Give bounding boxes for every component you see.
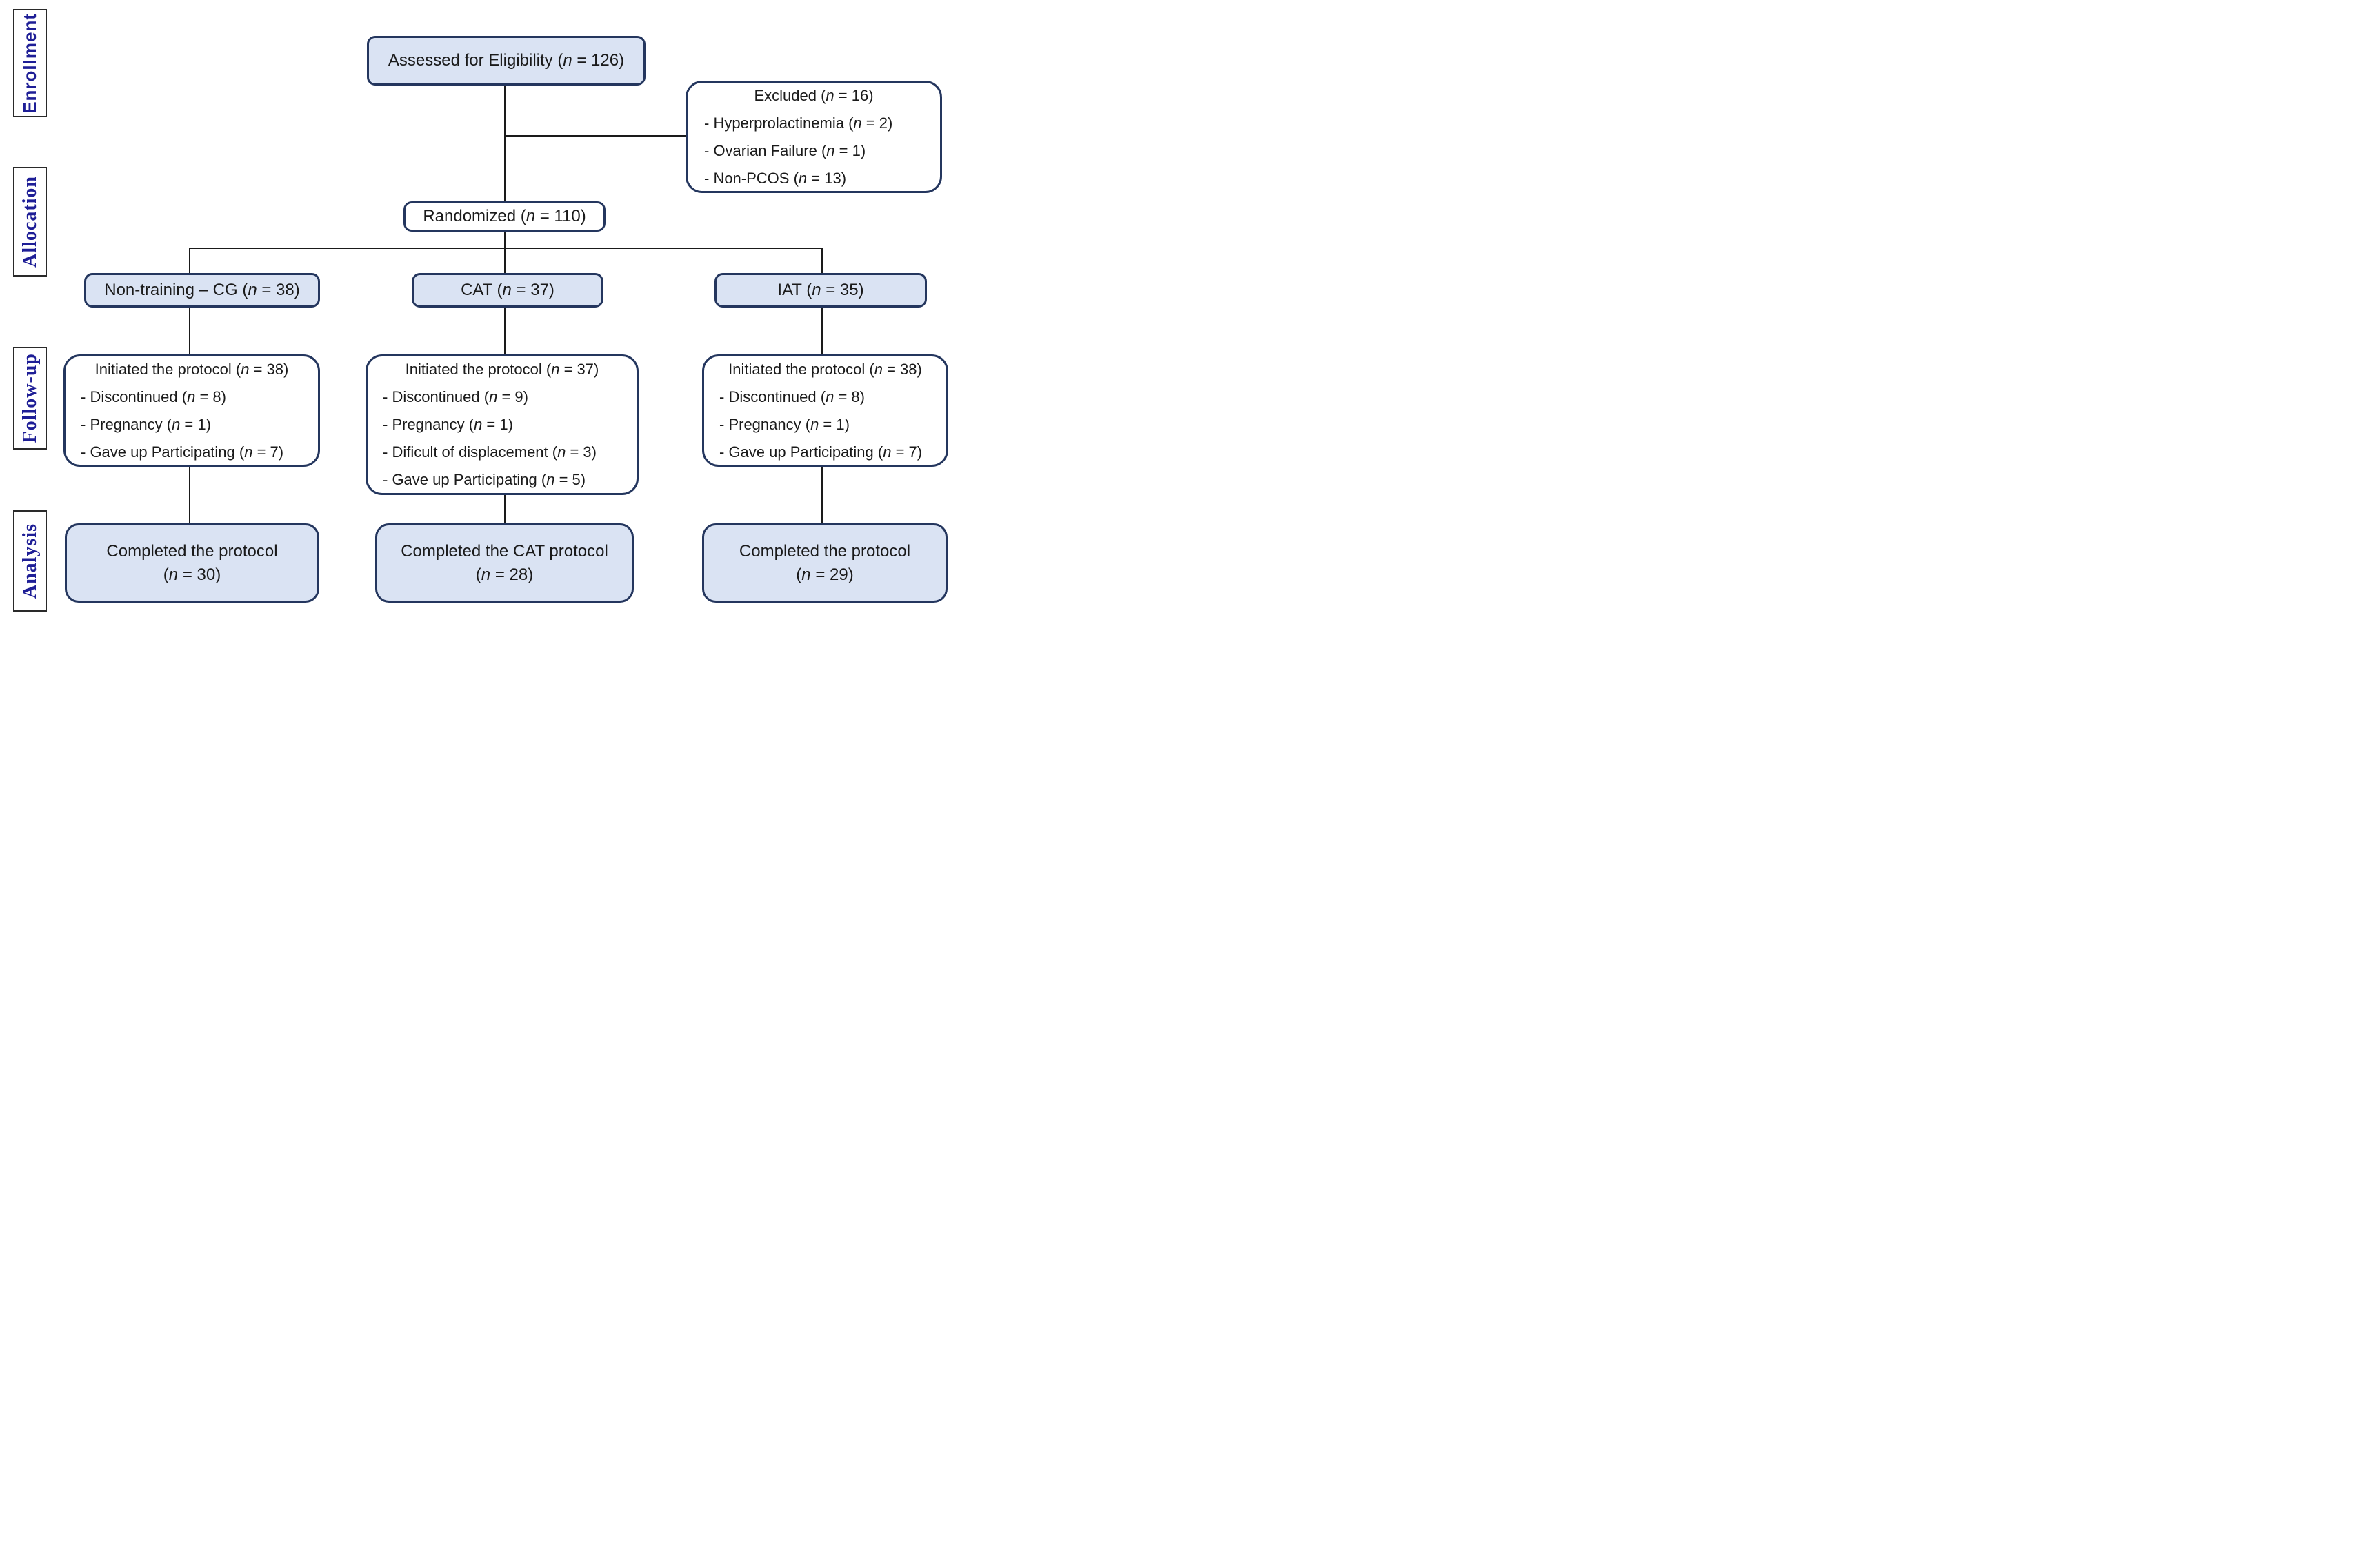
list-item: - Gave up Participating (n = 7) xyxy=(81,443,284,461)
randomized-text: Randomized (n = 110) xyxy=(423,207,586,226)
connector-assessed-to-randomized xyxy=(504,86,506,201)
connector-drop-right xyxy=(821,248,823,273)
consort-flow-diagram: Enrollment Allocation Follow-up Analysis… xyxy=(0,0,952,619)
followup-items: - Discontinued (n = 8) - Pregnancy (n = 1… xyxy=(710,383,941,466)
analysis-box-cat: Completed the CAT protocol (n = 28) xyxy=(375,523,634,603)
analysis-line2: (n = 30) xyxy=(163,565,221,584)
connector-randomized-to-split xyxy=(504,232,506,248)
stage-label-text: Follow-up xyxy=(19,353,41,443)
list-item: - Gave up Participating (n = 5) xyxy=(383,471,586,488)
analysis-line2: (n = 29) xyxy=(796,565,854,584)
connector-split-bar xyxy=(189,248,823,249)
analysis-box-iat: Completed the protocol (n = 29) xyxy=(702,523,948,603)
connector-followup-to-analysis-center xyxy=(504,495,506,523)
list-item: - Hyperprolactinemia (n = 2) xyxy=(704,114,893,132)
stage-label-text: Allocation xyxy=(19,176,41,268)
excluded-items: - Hyperprolactinemia (n = 2) - Ovarian Fa… xyxy=(694,110,933,192)
list-item: - Pregnancy (n = 1) xyxy=(719,415,850,433)
list-item: - Non-PCOS (n = 13) xyxy=(704,169,847,187)
followup-title: Initiated the protocol (n = 38) xyxy=(728,360,922,378)
list-item: - Ovarian Failure (n = 1) xyxy=(704,141,866,159)
connector-drop-left xyxy=(189,248,190,273)
connector-followup-to-analysis-right xyxy=(821,467,823,523)
followup-box-cg: Initiated the protocol (n = 38) - Discon… xyxy=(63,354,320,467)
followup-box-iat: Initiated the protocol (n = 38) - Discon… xyxy=(702,354,948,467)
arm-label: CAT (n = 37) xyxy=(461,281,554,300)
connector-arm-to-followup-center xyxy=(504,308,506,354)
excluded-title: Excluded (n = 16) xyxy=(754,86,874,104)
stage-label-followup: Follow-up xyxy=(13,347,47,450)
followup-items: - Discontinued (n = 9) - Pregnancy (n = 1… xyxy=(373,383,631,494)
stage-label-text: Analysis xyxy=(19,523,41,599)
list-item: - Pregnancy (n = 1) xyxy=(383,416,513,433)
excluded-box: Excluded (n = 16) - Hyperprolactinemia (… xyxy=(686,81,942,193)
randomized-box: Randomized (n = 110) xyxy=(403,201,606,232)
list-item: - Gave up Participating (n = 7) xyxy=(719,443,923,461)
arm-label: Non-training – CG (n = 38) xyxy=(104,281,300,300)
stage-label-enrollment: Enrollment xyxy=(13,9,47,117)
analysis-line2: (n = 28) xyxy=(475,565,534,584)
arm-box-cg: Non-training – CG (n = 38) xyxy=(84,273,320,308)
arm-label: IAT (n = 35) xyxy=(777,281,864,300)
list-item: - Pregnancy (n = 1) xyxy=(81,415,211,433)
analysis-line1: Completed the protocol xyxy=(106,541,278,561)
connector-followup-to-analysis-left xyxy=(189,467,190,523)
followup-title: Initiated the protocol (n = 38) xyxy=(94,360,289,378)
list-item: - Dificult of displacement (n = 3) xyxy=(383,443,597,461)
followup-title: Initiated the protocol (n = 37) xyxy=(405,361,599,378)
analysis-line1: Completed the protocol xyxy=(739,541,911,561)
stage-label-allocation: Allocation xyxy=(13,167,47,277)
analysis-line1: Completed the CAT protocol xyxy=(401,541,608,561)
list-item: - Discontinued (n = 8) xyxy=(81,388,226,405)
connector-arm-to-followup-right xyxy=(821,308,823,354)
assessed-for-eligibility-box: Assessed for Eligibility (n = 126) xyxy=(367,36,646,86)
arm-box-iat: IAT (n = 35) xyxy=(714,273,927,308)
assessed-text: Assessed for Eligibility (n = 126) xyxy=(388,51,625,70)
connector-arm-to-followup-left xyxy=(189,308,190,354)
list-item: - Discontinued (n = 9) xyxy=(383,388,528,405)
followup-items: - Discontinued (n = 8) - Pregnancy (n = 1… xyxy=(71,383,312,466)
followup-box-cat: Initiated the protocol (n = 37) - Discon… xyxy=(366,354,639,495)
stage-label-analysis: Analysis xyxy=(13,510,47,612)
connector-to-excluded xyxy=(504,135,686,137)
list-item: - Discontinued (n = 8) xyxy=(719,388,865,405)
analysis-box-cg: Completed the protocol (n = 30) xyxy=(65,523,319,603)
arm-box-cat: CAT (n = 37) xyxy=(412,273,603,308)
stage-label-text: Enrollment xyxy=(19,12,40,114)
connector-drop-center xyxy=(504,248,506,273)
